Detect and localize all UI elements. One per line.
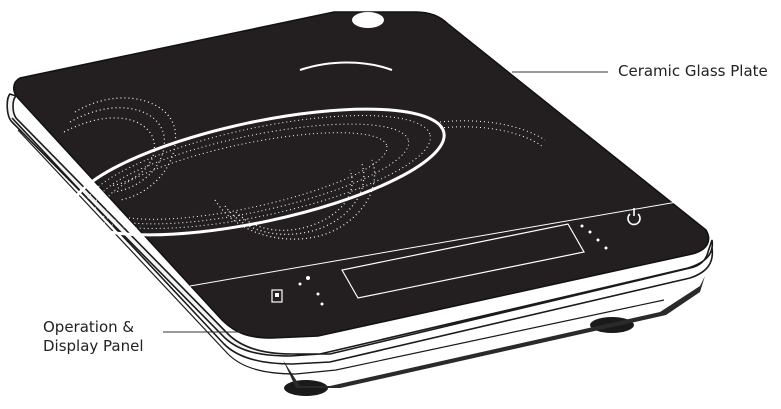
brand-logo — [352, 12, 384, 28]
callout-panel-line1: Operation & — [43, 318, 144, 337]
callout-panel-line2: Display Panel — [43, 337, 144, 356]
callout-glass-plate: Ceramic Glass Plate — [618, 62, 768, 81]
callout-operation-panel: Operation & Display Panel — [43, 318, 144, 356]
